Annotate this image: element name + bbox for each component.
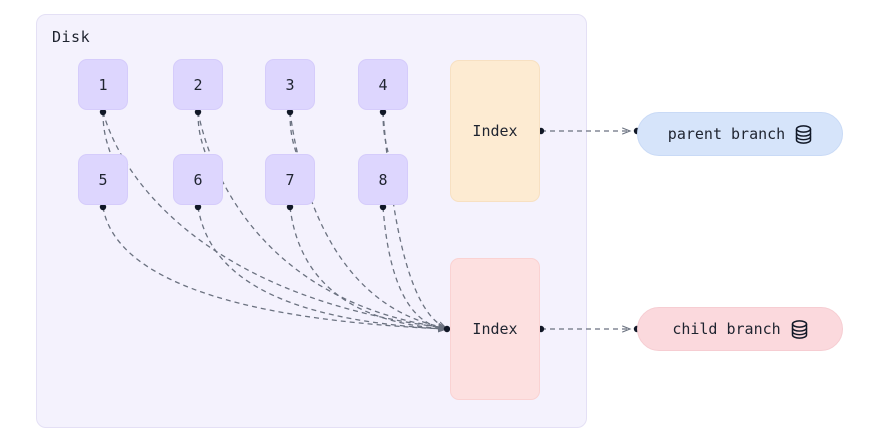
database-icon [791,319,808,339]
index-node-parent[interactable]: Index [450,60,540,202]
block-label: 4 [378,75,388,94]
disk-block-3[interactable]: 3 [265,59,315,110]
disk-label: Disk [52,28,91,46]
block-label: 7 [285,170,295,189]
disk-block-4[interactable]: 4 [358,59,408,110]
block-label: 1 [98,75,108,94]
parent-branch-label: parent branch [667,124,786,143]
child-branch-pill[interactable]: child branch [637,307,843,351]
database-icon [795,124,812,144]
block-label: 6 [193,170,203,189]
disk-block-6[interactable]: 6 [173,154,223,205]
disk-block-5[interactable]: 5 [78,154,128,205]
block-label: 5 [98,170,108,189]
disk-block-1[interactable]: 1 [78,59,128,110]
parent-branch-pill[interactable]: parent branch [637,112,843,156]
index-label: Index [472,320,518,338]
block-label: 2 [193,75,203,94]
block-label: 3 [285,75,295,94]
disk-block-2[interactable]: 2 [173,59,223,110]
index-label: Index [472,122,518,140]
block-label: 8 [378,170,388,189]
disk-block-8[interactable]: 8 [358,154,408,205]
disk-block-7[interactable]: 7 [265,154,315,205]
child-branch-label: child branch [672,319,781,338]
index-node-child[interactable]: Index [450,258,540,400]
